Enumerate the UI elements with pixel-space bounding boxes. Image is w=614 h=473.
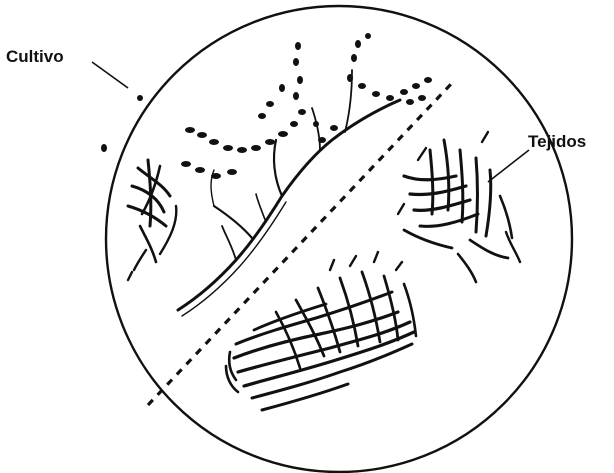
leader-line-cultivo	[92, 62, 128, 88]
label-tejidos: Tejidos	[528, 132, 586, 151]
field-of-view-circle	[106, 6, 572, 472]
label-cultivo: Cultivo	[6, 47, 64, 66]
